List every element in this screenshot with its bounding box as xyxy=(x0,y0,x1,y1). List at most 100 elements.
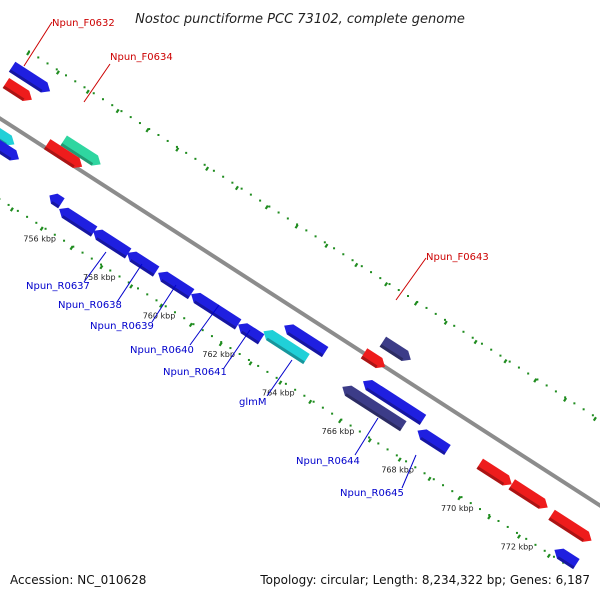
gene-arrow-shade xyxy=(193,300,237,330)
track-dot xyxy=(35,221,38,224)
track-dot xyxy=(340,418,343,421)
track-dot xyxy=(323,241,326,244)
gene-label[interactable]: Npun_R0641 xyxy=(163,367,227,378)
gene-arrow-body xyxy=(342,385,407,432)
gene-arrow-body xyxy=(43,139,83,168)
track-dot xyxy=(192,323,195,326)
track-dot xyxy=(471,336,474,339)
track-dot xyxy=(266,370,269,373)
track-dot xyxy=(370,271,373,274)
tick-label: 758 kbp xyxy=(83,273,116,282)
gene-arrow-body xyxy=(2,77,32,102)
gene-arrow[interactable] xyxy=(360,376,427,425)
gene-arrow-body xyxy=(0,136,19,161)
gene-arrow-body xyxy=(508,479,548,509)
gene-arrow[interactable] xyxy=(339,382,407,432)
gene-label[interactable]: glmM xyxy=(239,397,267,408)
accession-text: Accession: NC_010628 xyxy=(10,573,147,587)
track-dot xyxy=(118,275,121,278)
gene-arrow-shade xyxy=(476,466,505,486)
gene-arrow[interactable] xyxy=(56,204,98,237)
track-dot xyxy=(173,311,176,314)
gene-label[interactable]: Npun_F0634 xyxy=(110,52,173,63)
tick-label: 768 kbp xyxy=(381,466,414,475)
gene-arrow[interactable] xyxy=(60,135,104,169)
track-dot xyxy=(582,408,585,411)
track-dot xyxy=(138,122,141,125)
gene-arrow[interactable] xyxy=(551,545,580,570)
track-dot xyxy=(425,306,428,309)
gene-arrow[interactable] xyxy=(235,319,265,345)
track-dot xyxy=(212,169,215,172)
gene-arrow-shade xyxy=(50,201,60,209)
track-dot xyxy=(360,265,363,268)
gene-arrow[interactable] xyxy=(188,289,242,330)
track-dot xyxy=(342,253,345,256)
gene-arrow[interactable] xyxy=(0,117,18,149)
label-leader-line xyxy=(116,263,143,303)
tick-label: 766 kbp xyxy=(322,427,355,436)
track-dot xyxy=(442,484,445,487)
gene-arrow-shade xyxy=(360,355,378,369)
track-dot xyxy=(469,502,472,505)
track-dot xyxy=(231,181,234,184)
track-dot xyxy=(508,360,511,363)
gene-label[interactable]: Npun_R0639 xyxy=(90,321,154,332)
track-dot xyxy=(499,354,502,357)
gene-label[interactable]: Npun_R0645 xyxy=(340,488,404,499)
gene-arrow[interactable] xyxy=(46,191,65,209)
gene-arrow[interactable] xyxy=(0,136,22,165)
gene-arrow-shade xyxy=(557,556,575,570)
track-dot xyxy=(175,145,178,148)
track-dot xyxy=(74,80,77,83)
track-dot xyxy=(303,394,306,397)
gene-arrow[interactable] xyxy=(508,479,551,512)
tick-mark xyxy=(39,226,44,231)
gene-arrow[interactable] xyxy=(548,509,595,546)
track-dot xyxy=(497,519,500,522)
gene-label[interactable]: Npun_R0637 xyxy=(26,281,90,292)
track-dot xyxy=(194,157,197,160)
track-dot xyxy=(488,514,491,517)
gene-arrow[interactable] xyxy=(476,458,515,490)
gene-arrow[interactable] xyxy=(414,426,451,456)
track-dot xyxy=(81,251,84,254)
tick-mark xyxy=(248,361,253,366)
track-dot xyxy=(397,289,400,292)
label-leader-line xyxy=(151,284,177,323)
track-dot xyxy=(164,305,167,308)
gene-arrow[interactable] xyxy=(8,61,54,97)
gene-arrow[interactable] xyxy=(43,139,86,172)
gene-label[interactable]: Npun_R0638 xyxy=(58,300,122,311)
gene-arrow-shade xyxy=(548,517,585,542)
track-dot xyxy=(90,257,93,260)
track-dot xyxy=(395,454,398,457)
gene-arrow-shade xyxy=(160,279,190,300)
tick-label: 760 kbp xyxy=(143,312,176,321)
gene-arrow[interactable] xyxy=(360,348,389,372)
gene-arrow[interactable] xyxy=(155,268,195,300)
gene-arrow-shade xyxy=(379,344,404,361)
track-dot xyxy=(120,110,123,113)
tick-mark xyxy=(55,70,60,75)
track-dot xyxy=(305,229,308,232)
track-dot xyxy=(257,364,260,367)
track-dot xyxy=(16,209,19,212)
gene-label[interactable]: Npun_F0643 xyxy=(426,252,489,263)
gene-arrow[interactable] xyxy=(281,321,329,358)
gene-arrow-shade xyxy=(0,144,12,161)
track-dot xyxy=(480,342,483,345)
gene-arrow[interactable] xyxy=(124,248,160,277)
track-dot xyxy=(321,406,324,409)
track-dot xyxy=(564,396,567,399)
tick-mark xyxy=(563,397,568,402)
gene-arrow[interactable] xyxy=(90,226,132,259)
gene-label[interactable]: Npun_F0632 xyxy=(52,18,115,29)
gene-label[interactable]: Npun_R0640 xyxy=(130,345,194,356)
gene-arrow[interactable] xyxy=(2,77,36,105)
gene-arrow[interactable] xyxy=(260,326,310,365)
tick-label: 764 kbp xyxy=(262,389,295,398)
gene-label[interactable]: Npun_R0644 xyxy=(296,456,360,467)
gene-arrow[interactable] xyxy=(379,336,415,365)
track-dot xyxy=(351,259,354,262)
